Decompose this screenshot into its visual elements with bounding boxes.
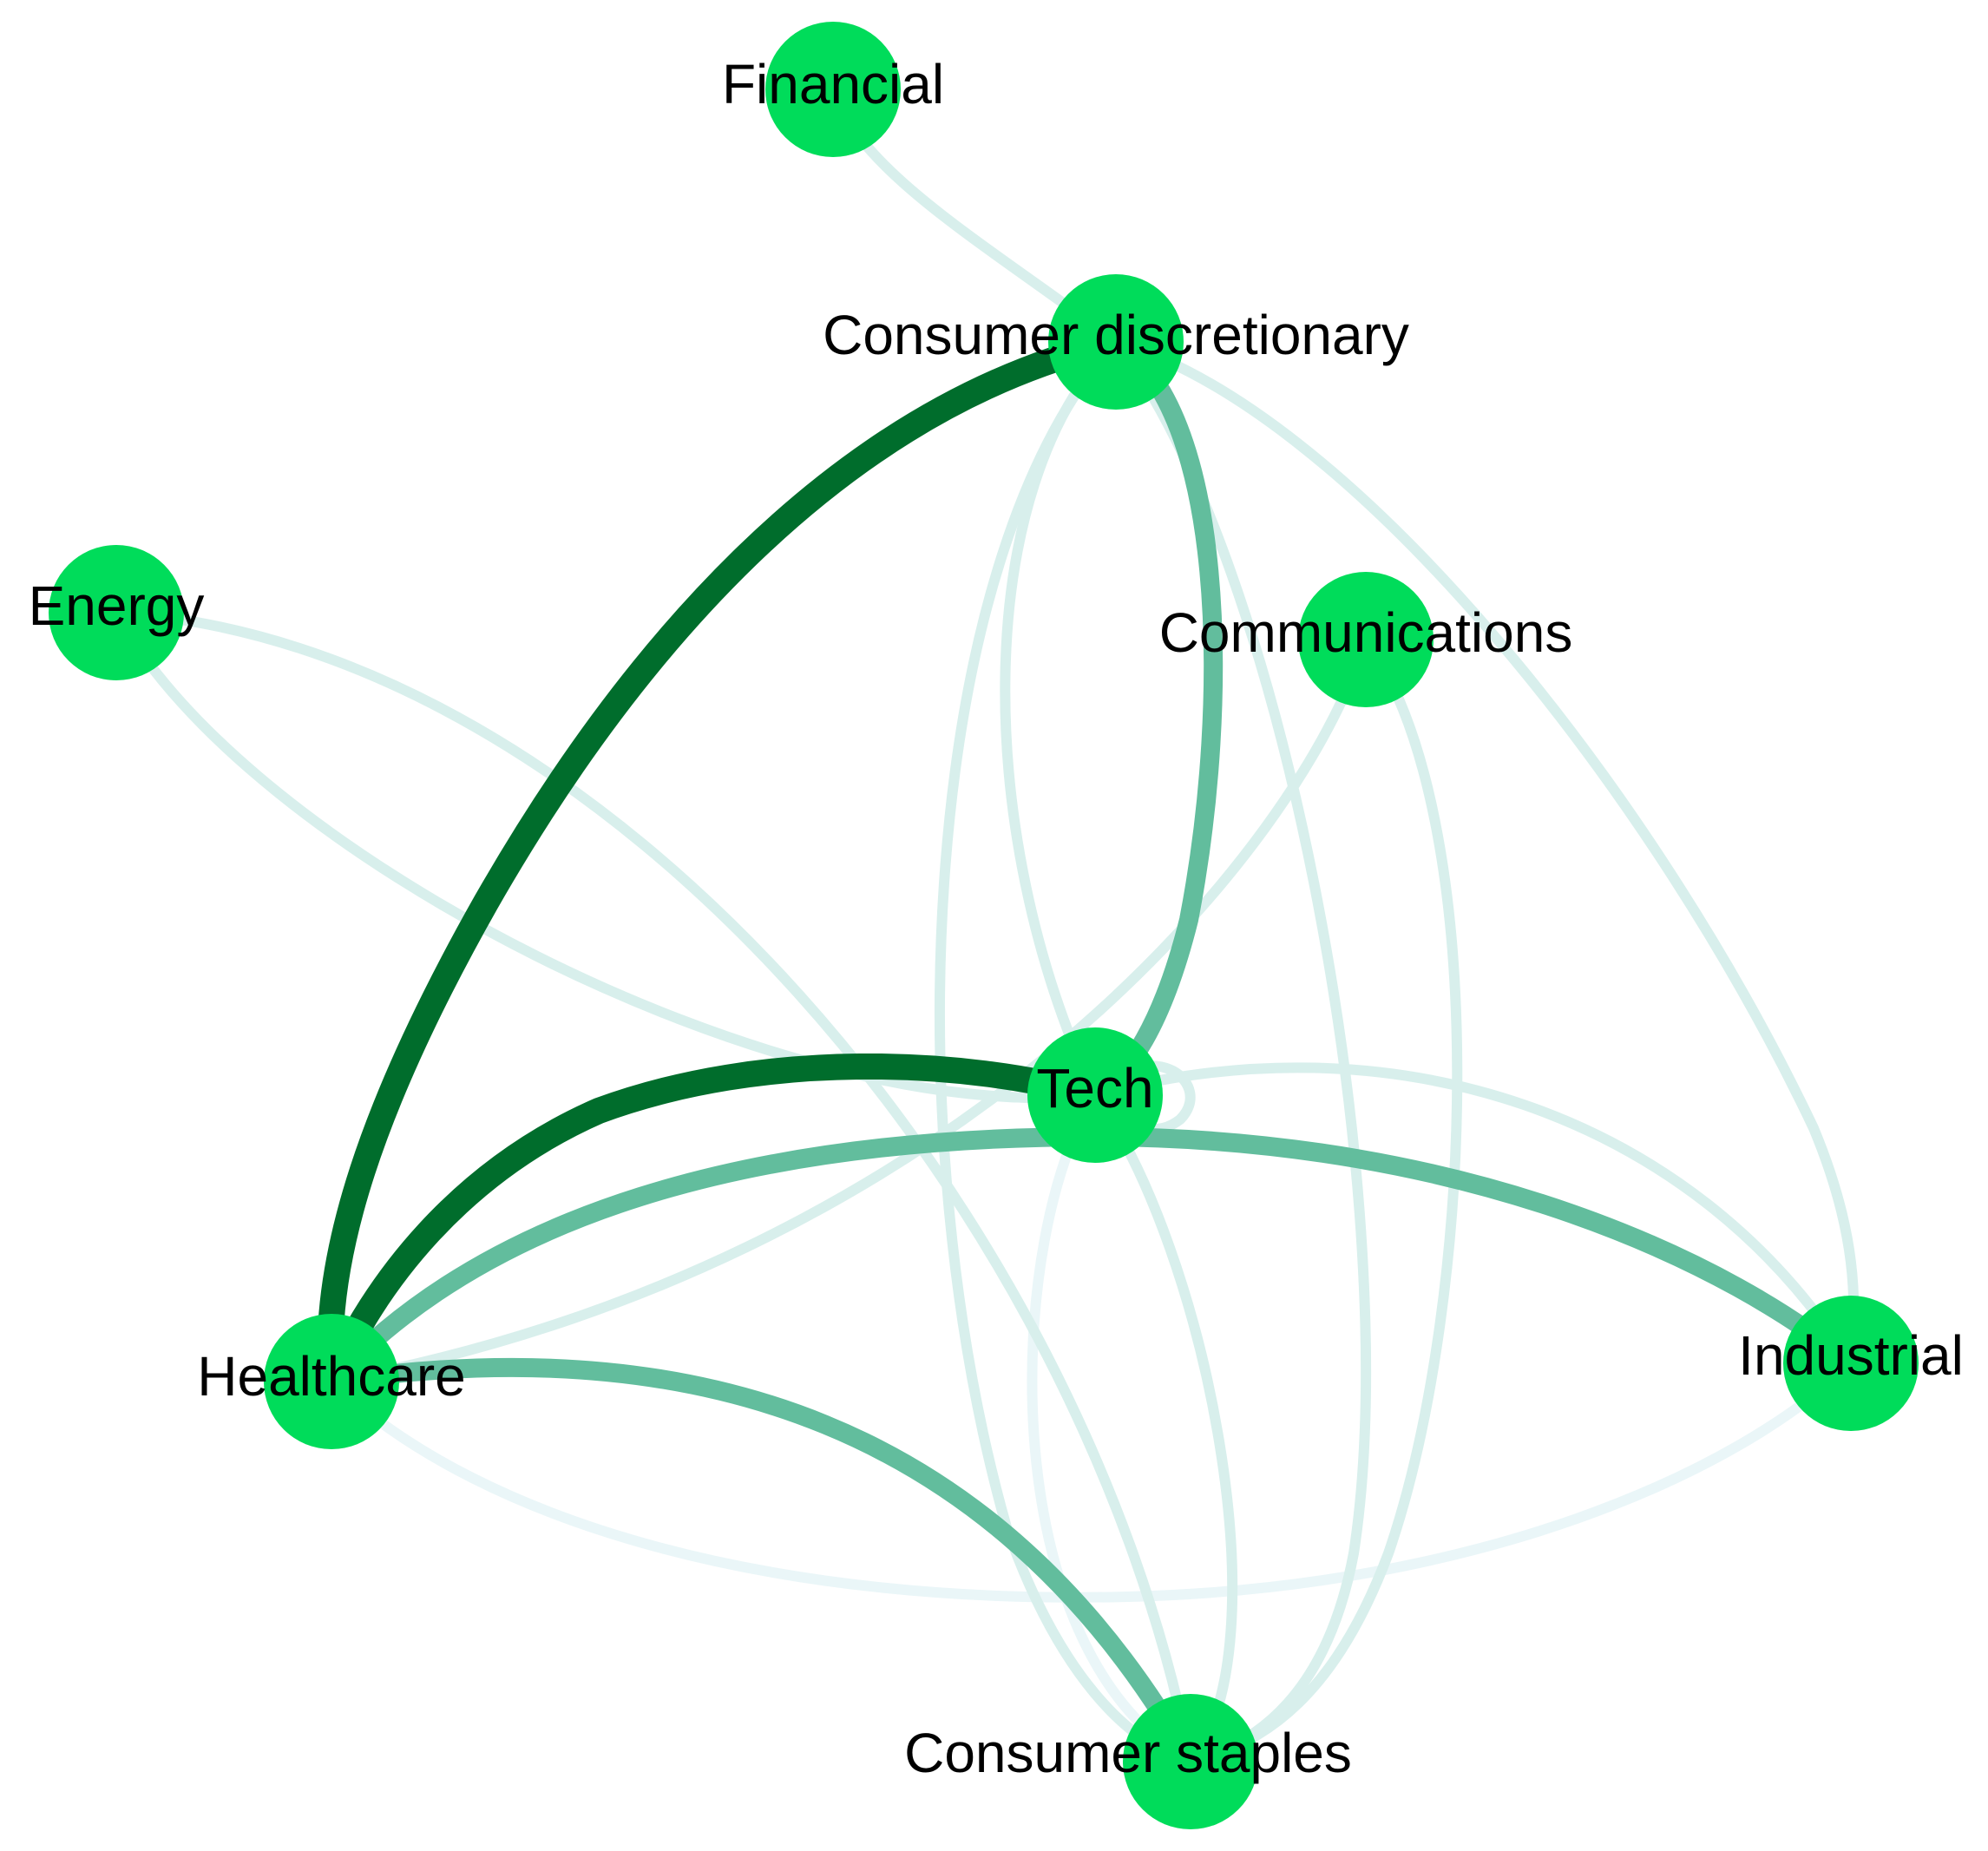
edge-energy-to-tech [111,607,1100,1104]
node-circle[interactable] [1027,1027,1163,1163]
edge-consumer-discretionary-to-consumer-staples [1111,337,1372,1767]
edge-healthcare-to-consumer-staples [322,1357,1200,1771]
node-label-consumer-staples: Consumer staples [904,1722,1352,1784]
node-circle[interactable] [1298,572,1434,707]
node-label-financial: Financial [722,53,944,115]
edge-consumer-discretionary-to-tech [1086,332,1224,1105]
node-circle[interactable] [1048,274,1184,410]
node-industrial[interactable] [1783,1296,1919,1431]
node-label-consumer-discretionary: Consumer discretionary [823,304,1409,366]
edge-consumer-discretionary-to-industrial [1111,337,1860,1369]
edge-consumer-discretionary-to-tech [1000,337,1121,1100]
node-circle[interactable] [49,545,184,680]
node-healthcare[interactable] [264,1314,399,1449]
edge-consumer-discretionary-to-healthcare [317,329,1129,1395]
edge-tech-to-consumer-staples [1027,1090,1196,1767]
edge-tech-to-consumer-staples [1090,1090,1238,1767]
node-financial[interactable] [765,22,901,157]
node-circle[interactable] [1123,1694,1258,1829]
edge-energy-to-consumer-staples [111,607,1196,1767]
node-circle[interactable] [264,1314,399,1449]
edge-tech-to-healthcare [318,1053,1108,1395]
edges-layer [111,84,1860,1771]
node-label-tech: Tech [1036,1057,1153,1119]
node-circle[interactable] [765,22,901,157]
node-label-industrial: Industrial [1738,1324,1964,1387]
node-communications[interactable] [1298,572,1434,707]
edge-healthcare-to-industrial [322,1126,1860,1391]
edge-communications-to-consumer-staples [1185,634,1463,1767]
node-label-communications: Communications [1159,601,1573,664]
edge-tech-to-industrial [1090,1062,1856,1369]
node-label-energy: Energy [29,574,205,637]
node-energy[interactable] [49,545,184,680]
node-label-healthcare: Healthcare [197,1345,466,1408]
edge-consumer-discretionary-to-consumer-staples [935,337,1196,1767]
node-tech[interactable] [1027,1027,1163,1163]
node-circle[interactable] [1783,1296,1919,1431]
edge-healthcare-to-industrial [326,1358,1856,1603]
node-consumer-discretionary[interactable] [1048,274,1184,410]
node-consumer-staples[interactable] [1123,1694,1258,1829]
